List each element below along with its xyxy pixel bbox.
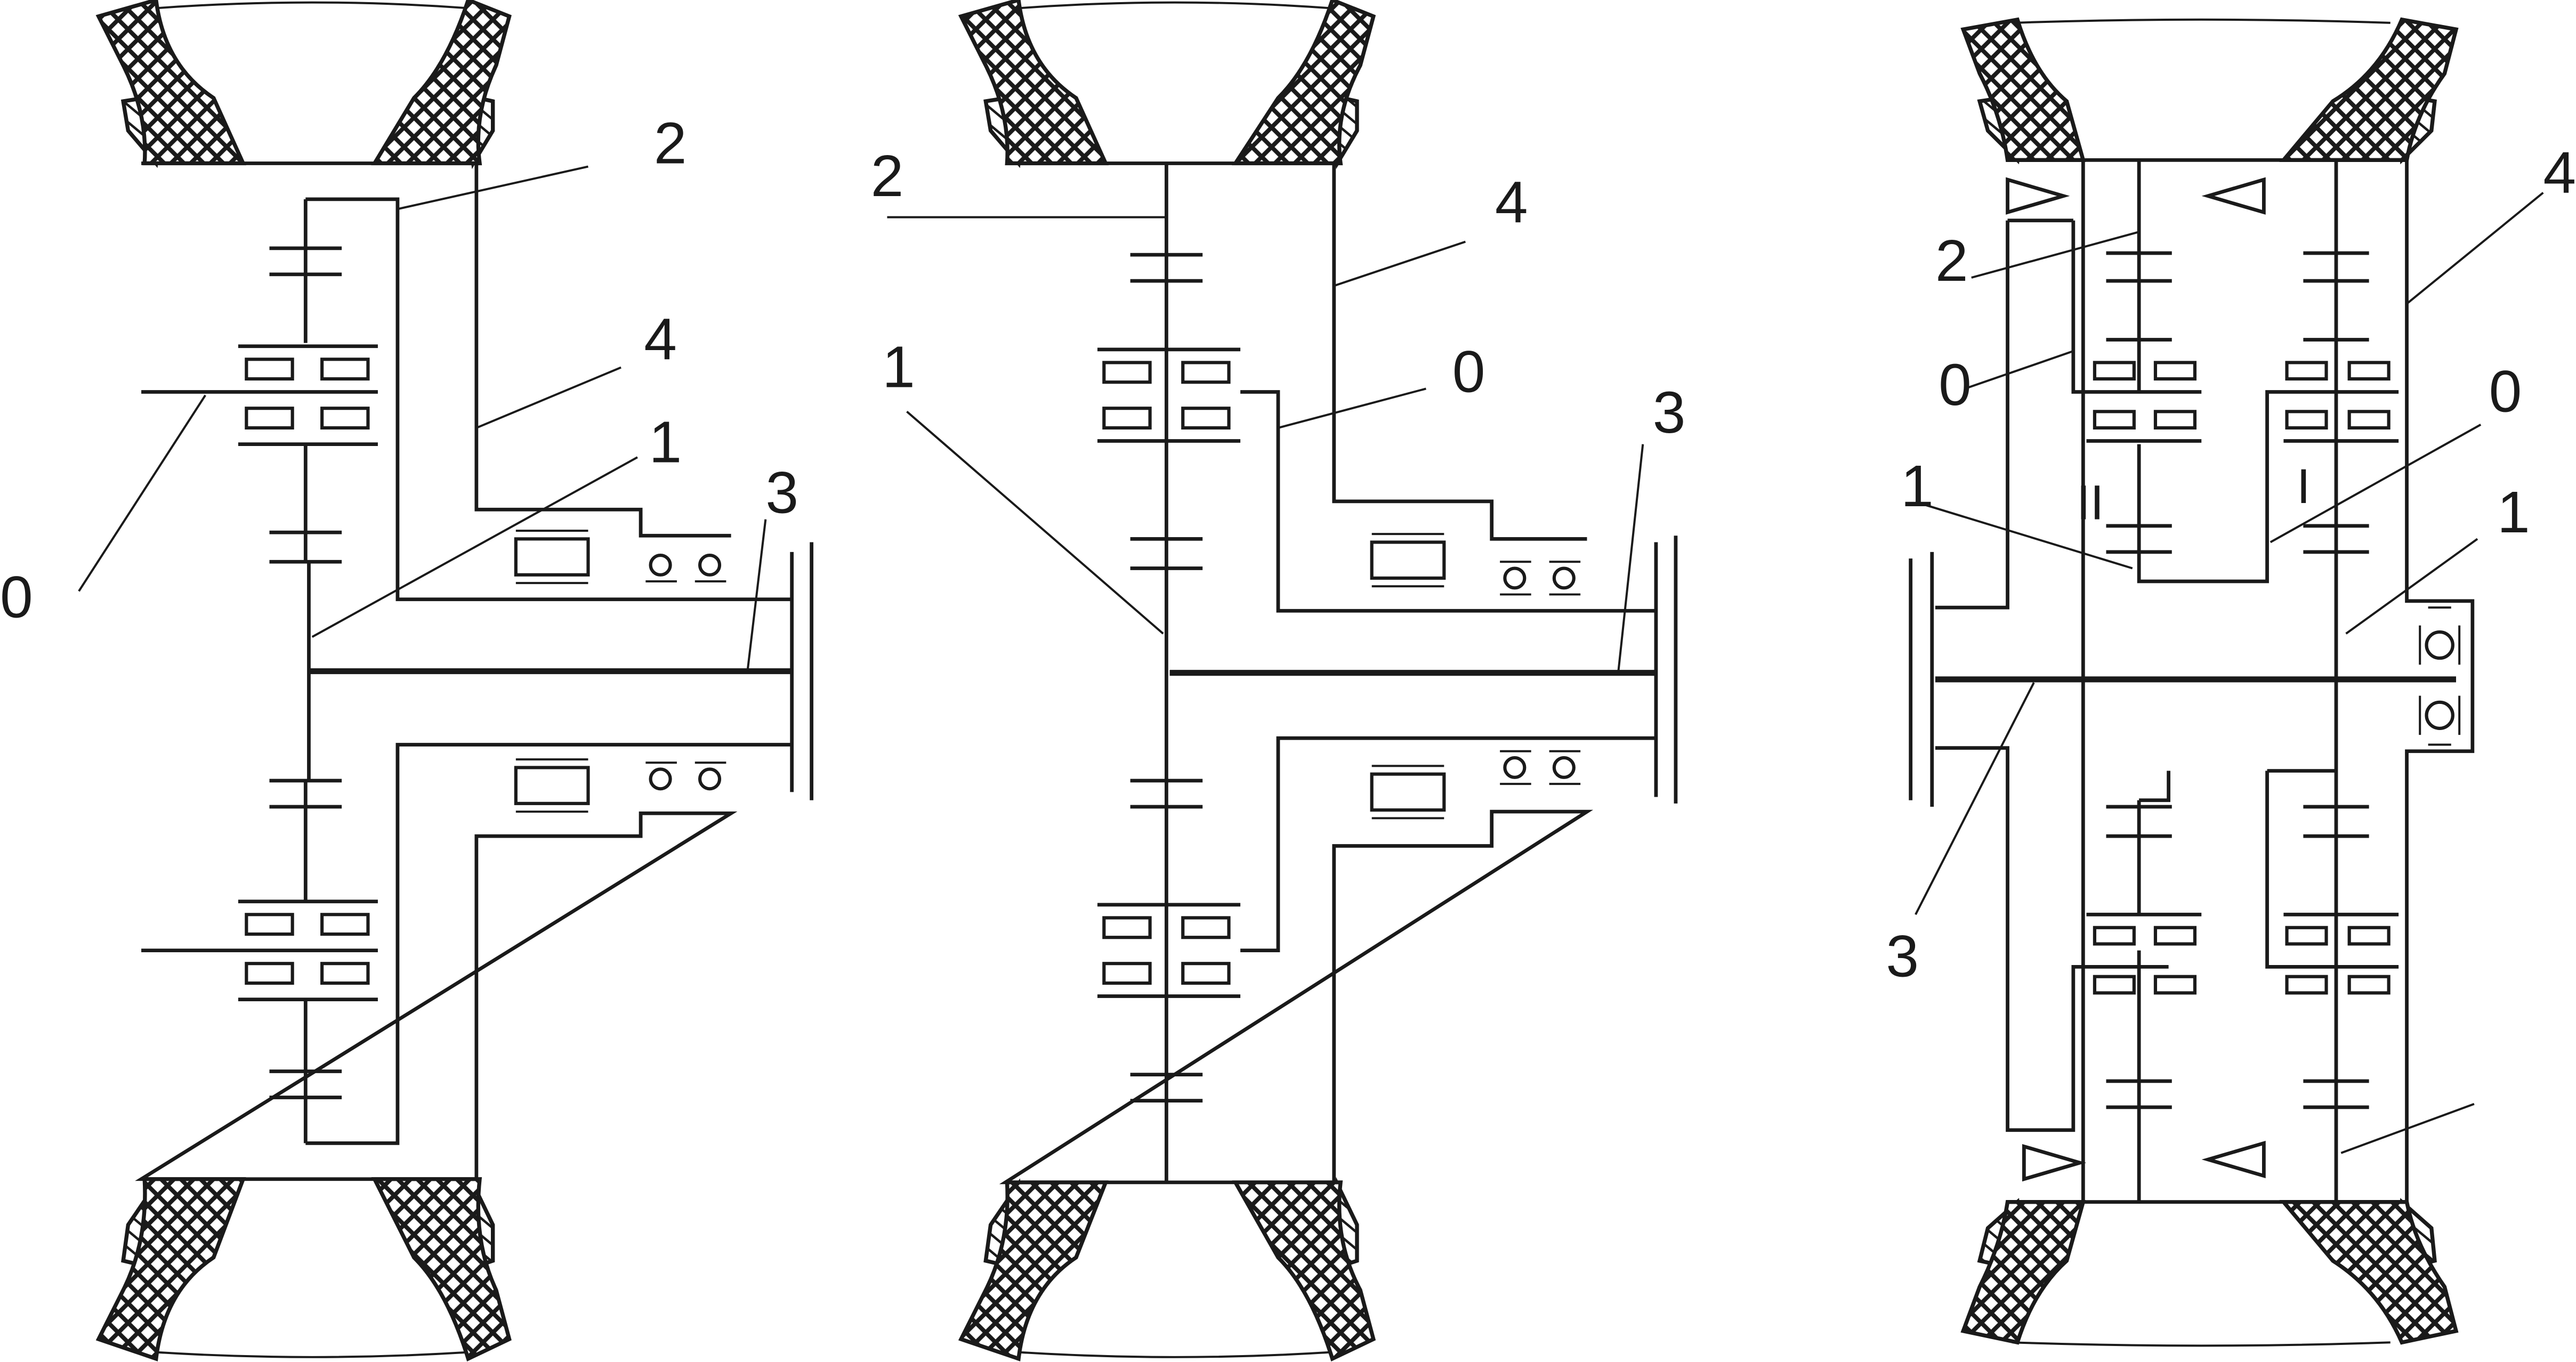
upper-planet-left <box>141 199 378 564</box>
stage-mark-ii: II <box>2077 475 2104 530</box>
label-carrier-middle: 0 <box>1452 339 1485 405</box>
label-sun-left: 1 <box>649 410 682 475</box>
lower-planet-middle <box>1097 779 1241 1103</box>
label-ring-left: 2 <box>654 111 687 176</box>
housing-left <box>135 161 738 1181</box>
label-housing-middle: 4 <box>1495 169 1528 235</box>
direction-markers-right <box>2006 177 2266 1182</box>
leaders-middle <box>887 216 1644 673</box>
gear-lower-right-right <box>2283 805 2399 1109</box>
ring-gear-left <box>305 197 792 1145</box>
tire-top-right <box>1960 17 2459 165</box>
label-carrier-2-right: 0 <box>1939 352 1972 418</box>
gear-stage-i <box>2283 251 2399 554</box>
label-carrier-left: 0 <box>0 565 33 630</box>
label-ring-right: 2 <box>1935 228 1968 294</box>
bearings-middle <box>1370 533 1581 820</box>
tire-top-left <box>95 0 512 169</box>
ring-gear-right <box>1935 220 2169 1132</box>
tire-bottom-middle <box>958 1177 1376 1362</box>
label-sun-middle: 1 <box>882 335 915 400</box>
diagram-middle: 0 1 2 3 4 <box>871 0 1686 1362</box>
housing-right <box>2081 158 2475 1204</box>
lower-planet-left <box>141 779 378 1144</box>
gear-lower-left-right <box>2086 805 2202 1109</box>
flange-middle <box>1654 536 1678 804</box>
leaders-right <box>1915 192 2544 1154</box>
stage-mark-i: I <box>2297 459 2311 514</box>
tire-bottom-right <box>1960 1198 2459 1347</box>
bearings-left <box>514 530 726 813</box>
diagram-right: 0 0 1 1 2 3 4 II I <box>1886 17 2576 1347</box>
label-sun-1-right: 1 <box>2497 480 2530 545</box>
carrier-middle <box>1240 390 1656 953</box>
diagram-left: 0 1 2 3 4 <box>0 0 814 1362</box>
label-carrier-1-right: 0 <box>2489 359 2522 425</box>
label-shaft-right: 3 <box>1886 924 1919 990</box>
flange-left <box>790 542 814 800</box>
label-sun-2-right: 1 <box>1901 453 1934 519</box>
upper-planet-middle <box>1097 253 1241 570</box>
bearings-right <box>2419 606 2461 746</box>
tire-bottom-left <box>95 1177 512 1362</box>
label-ring-middle: 2 <box>871 143 904 209</box>
flange-right <box>1909 552 1934 807</box>
housing-middle <box>999 161 1594 1185</box>
label-housing-left: 4 <box>644 307 677 372</box>
label-shaft-middle: 3 <box>1653 380 1686 445</box>
label-shaft-left: 3 <box>765 460 798 526</box>
gear-stage-ii <box>2086 251 2202 554</box>
leaders-left <box>78 165 767 671</box>
label-housing-right: 4 <box>2543 140 2576 206</box>
tire-top-middle <box>958 0 1376 169</box>
